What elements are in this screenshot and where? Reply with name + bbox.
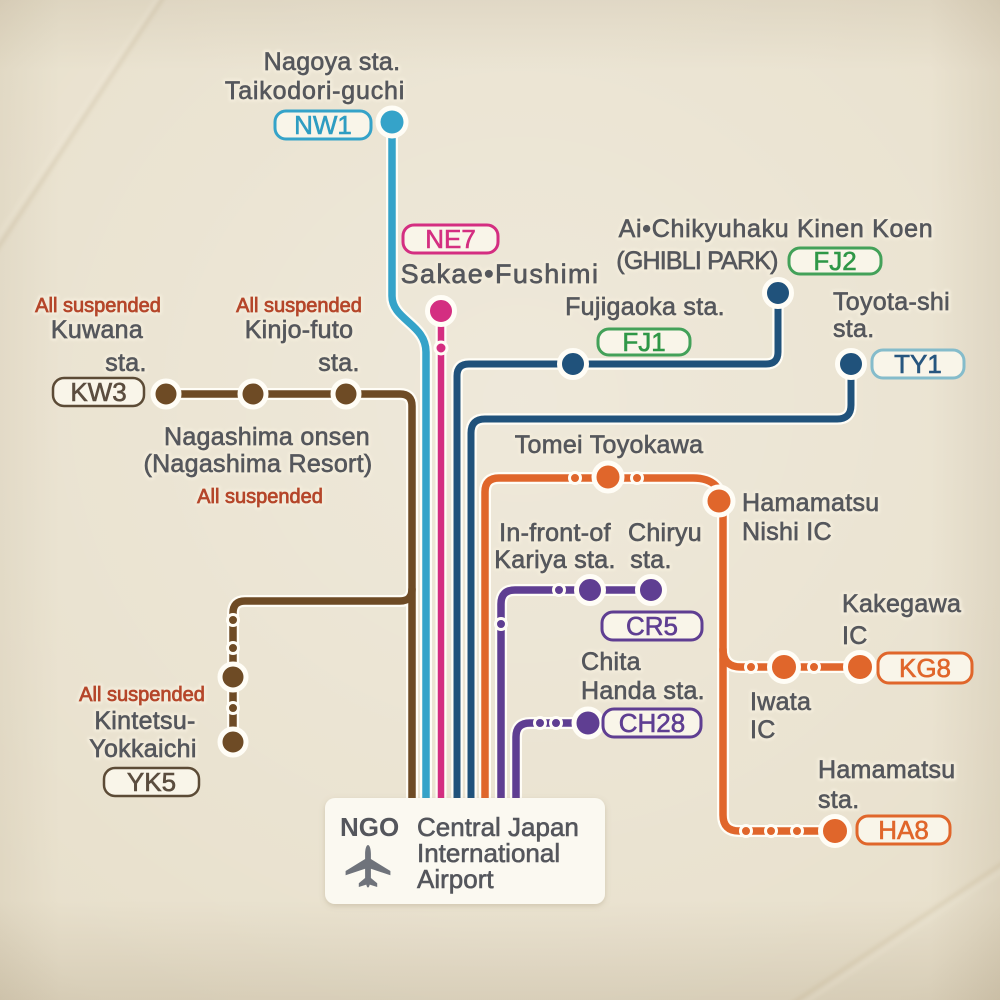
svg-text:Sakae•Fushimi: Sakae•Fushimi [401, 259, 600, 289]
svg-text:(GHIBLI PARK): (GHIBLI PARK) [616, 247, 777, 275]
svg-text:sta.: sta. [318, 349, 360, 377]
svg-text:Nishi IC: Nishi IC [742, 518, 832, 546]
svg-text:Sakae•Fushimi: Sakae•Fushimi [401, 259, 600, 289]
svg-text:Hamamatsu: Hamamatsu [818, 756, 955, 784]
svg-text:TY1: TY1 [894, 349, 942, 379]
svg-text:Chiryu: Chiryu [628, 519, 702, 547]
svg-text:Kakegawa: Kakegawa [842, 590, 961, 618]
svg-text:Taikodori-guchi: Taikodori-guchi [225, 77, 405, 105]
svg-text:International: International [417, 838, 560, 868]
svg-text:Yokkaichi: Yokkaichi [89, 735, 196, 763]
svg-text:Ai•Chikyuhaku Kinen Koen: Ai•Chikyuhaku Kinen Koen [619, 215, 934, 243]
svg-text:sta.: sta. [833, 315, 875, 343]
svg-text:sta.: sta. [630, 546, 672, 574]
svg-text:YK5: YK5 [127, 767, 176, 797]
svg-text:NE7: NE7 [425, 224, 476, 254]
svg-text:Tomei Toyokawa: Tomei Toyokawa [515, 431, 704, 459]
svg-text:Nishi IC: Nishi IC [742, 518, 832, 546]
svg-text:Yokkaichi: Yokkaichi [89, 735, 196, 763]
svg-text:(Nagashima Resort): (Nagashima Resort) [143, 450, 372, 478]
svg-text:In-front-of: In-front-of [499, 519, 611, 547]
svg-text:sta.: sta. [833, 315, 875, 343]
svg-text:IC: IC [750, 716, 776, 744]
svg-text:IC: IC [750, 716, 776, 744]
svg-text:All suspended: All suspended [79, 684, 205, 706]
svg-text:Kintetsu-: Kintetsu- [94, 707, 195, 735]
svg-text:HA8: HA8 [878, 815, 929, 845]
svg-text:sta.: sta. [818, 786, 860, 814]
svg-text:Kintetsu-: Kintetsu- [94, 707, 195, 735]
svg-text:Ai•Chikyuhaku Kinen Koen: Ai•Chikyuhaku Kinen Koen [619, 215, 934, 243]
svg-text:All suspended: All suspended [236, 295, 362, 317]
svg-text:All suspended: All suspended [197, 486, 323, 508]
svg-text:Nagoya sta.: Nagoya sta. [264, 48, 401, 76]
svg-text:sta.: sta. [818, 786, 860, 814]
svg-text:IC: IC [842, 622, 868, 650]
svg-text:Fujigaoka sta.: Fujigaoka sta. [565, 293, 725, 321]
svg-text:Handa sta.: Handa sta. [581, 677, 705, 705]
svg-text:Central Japan: Central Japan [417, 812, 579, 842]
svg-text:FJ1: FJ1 [622, 327, 665, 357]
svg-text:Kariya sta.: Kariya sta. [494, 546, 615, 574]
svg-text:Kakegawa: Kakegawa [842, 590, 961, 618]
svg-text:Kuwana: Kuwana [51, 316, 143, 344]
svg-text:sta.: sta. [105, 349, 147, 377]
svg-text:KW3: KW3 [70, 377, 126, 407]
svg-text:(GHIBLI PARK): (GHIBLI PARK) [616, 247, 777, 275]
svg-text:All suspended: All suspended [236, 295, 362, 317]
svg-text:Tomei Toyokawa: Tomei Toyokawa [515, 431, 704, 459]
svg-text:All suspended: All suspended [35, 295, 161, 317]
svg-text:Kariya sta.: Kariya sta. [494, 546, 615, 574]
svg-text:Hamamatsu: Hamamatsu [742, 489, 879, 517]
svg-text:sta.: sta. [105, 349, 147, 377]
svg-text:Hamamatsu: Hamamatsu [818, 756, 955, 784]
svg-text:Iwata: Iwata [750, 688, 811, 716]
svg-text:All suspended: All suspended [197, 486, 323, 508]
svg-text:Chita: Chita [581, 648, 641, 676]
svg-text:Taikodori-guchi: Taikodori-guchi [225, 77, 405, 105]
svg-text:NGO: NGO [340, 812, 399, 842]
svg-text:(Nagashima Resort): (Nagashima Resort) [143, 450, 372, 478]
svg-text:All suspended: All suspended [79, 684, 205, 706]
svg-text:CR5: CR5 [626, 611, 678, 641]
svg-text:Kuwana: Kuwana [51, 316, 143, 344]
svg-text:Toyota-shi: Toyota-shi [833, 288, 950, 316]
svg-text:Toyota-shi: Toyota-shi [833, 288, 950, 316]
svg-text:Handa sta.: Handa sta. [581, 677, 705, 705]
svg-text:sta.: sta. [318, 349, 360, 377]
svg-text:Hamamatsu: Hamamatsu [742, 489, 879, 517]
svg-text:Kinjo-futo: Kinjo-futo [245, 316, 354, 344]
svg-text:Nagashima onsen: Nagashima onsen [164, 423, 370, 451]
svg-text:In-front-of: In-front-of [499, 519, 611, 547]
svg-text:FJ2: FJ2 [813, 246, 856, 276]
svg-text:Nagoya sta.: Nagoya sta. [264, 48, 401, 76]
svg-text:Nagashima onsen: Nagashima onsen [164, 423, 370, 451]
svg-text:sta.: sta. [630, 546, 672, 574]
svg-text:All suspended: All suspended [35, 295, 161, 317]
svg-text:KG8: KG8 [899, 653, 951, 683]
svg-text:Chiryu: Chiryu [628, 519, 702, 547]
svg-text:Fujigaoka sta.: Fujigaoka sta. [565, 293, 725, 321]
svg-text:Iwata: Iwata [750, 688, 811, 716]
svg-text:NW1: NW1 [294, 110, 352, 140]
svg-text:Chita: Chita [581, 648, 641, 676]
svg-text:Kinjo-futo: Kinjo-futo [245, 316, 354, 344]
svg-text:Airport: Airport [417, 864, 494, 894]
svg-text:CH28: CH28 [619, 708, 685, 738]
svg-text:IC: IC [842, 622, 868, 650]
